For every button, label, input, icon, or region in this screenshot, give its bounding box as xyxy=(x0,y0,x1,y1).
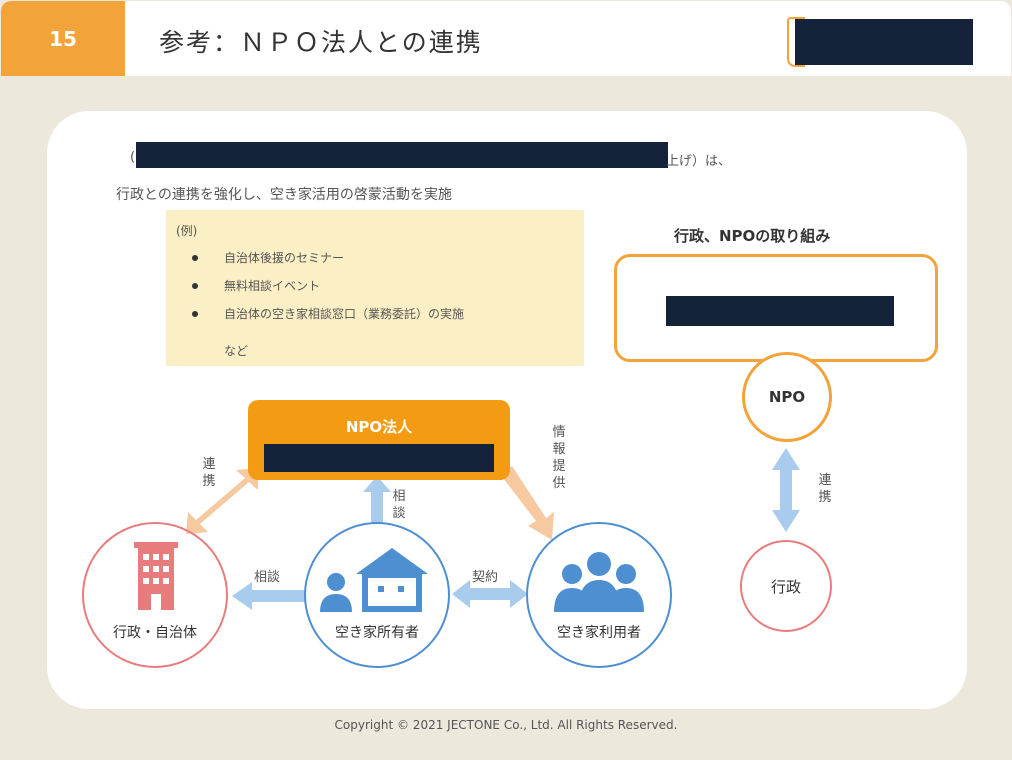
redacted-npo-name xyxy=(666,296,894,326)
owner-user-label: 契約 xyxy=(472,570,499,585)
owner-label: 空き家所有者 xyxy=(335,625,419,641)
user-label: 空き家利用者 xyxy=(557,625,641,641)
bullet-icon xyxy=(192,311,198,317)
left-arrow-label: 連携 xyxy=(202,457,216,489)
list-item: 自治体の空き家相談窓口（業務委託）の実施 xyxy=(188,304,464,332)
list-item: 無料相談イベント xyxy=(188,276,464,304)
example-box: (例) 自治体後援のセミナー 無料相談イベント 自治体の空き家相談窓口（業務委託… xyxy=(166,210,584,366)
copyright: Copyright © 2021 JECTONE Co., Ltd. All R… xyxy=(334,718,678,732)
npo-corp-title: NPO法人 xyxy=(345,418,413,436)
owner-npo-up-arrow xyxy=(363,476,391,524)
redacted-logo xyxy=(795,19,973,65)
npo-gov-peach-arrow xyxy=(186,468,258,534)
owner-gov-label: 相談 xyxy=(254,570,281,585)
page-number: 15 xyxy=(1,1,125,76)
npo-gov-link-arrow xyxy=(772,448,800,532)
owner-gov-arrow xyxy=(232,582,306,610)
page-title: 参考：ＮＰＯ法人との連携 xyxy=(159,28,483,57)
bullet-icon xyxy=(192,255,198,261)
list-item: 自治体後援のセミナー xyxy=(188,248,464,276)
up-arrow-label: 相談 xyxy=(392,489,406,521)
example-label: (例) xyxy=(176,224,198,238)
npo-gov-link-label: 連携 xyxy=(818,473,832,505)
npo-circle-label: NPO xyxy=(768,388,806,406)
npo-user-peach-arrow xyxy=(500,466,554,540)
owner-circle: 空き家所有者 xyxy=(304,522,450,668)
right-arrow-label: 情報提供 xyxy=(552,425,566,491)
example-list: 自治体後援のセミナー 無料相談イベント 自治体の空き家相談窓口（業務委託）の実施 xyxy=(188,248,464,332)
redacted-intro xyxy=(136,142,668,168)
slide-header: 15 参考：ＮＰＯ法人との連携 xyxy=(1,1,1011,76)
user-circle: 空き家利用者 xyxy=(526,522,672,668)
logo-mark-icon xyxy=(787,17,805,67)
intro-head-fragment: ( xyxy=(130,150,136,165)
intro-line2: 行政との連携を強化し、空き家活用の啓蒙活動を実施 xyxy=(116,187,452,203)
npo-circle: NPO xyxy=(742,352,832,442)
gov-local-label: 行政・自治体 xyxy=(113,625,197,641)
gov-circle: 行政 xyxy=(740,540,832,632)
right-panel-title: 行政、NPOの取り組み xyxy=(674,227,831,245)
owner-user-double-arrow xyxy=(452,580,528,608)
intro-tail-fragment: 上げ）は、 xyxy=(666,154,732,169)
gov-local-circle: 行政・自治体 xyxy=(82,522,228,668)
bullet-icon xyxy=(192,283,198,289)
example-more: など xyxy=(224,344,249,358)
redacted-npo-corp-name xyxy=(264,444,494,472)
gov-circle-label: 行政 xyxy=(770,577,801,596)
